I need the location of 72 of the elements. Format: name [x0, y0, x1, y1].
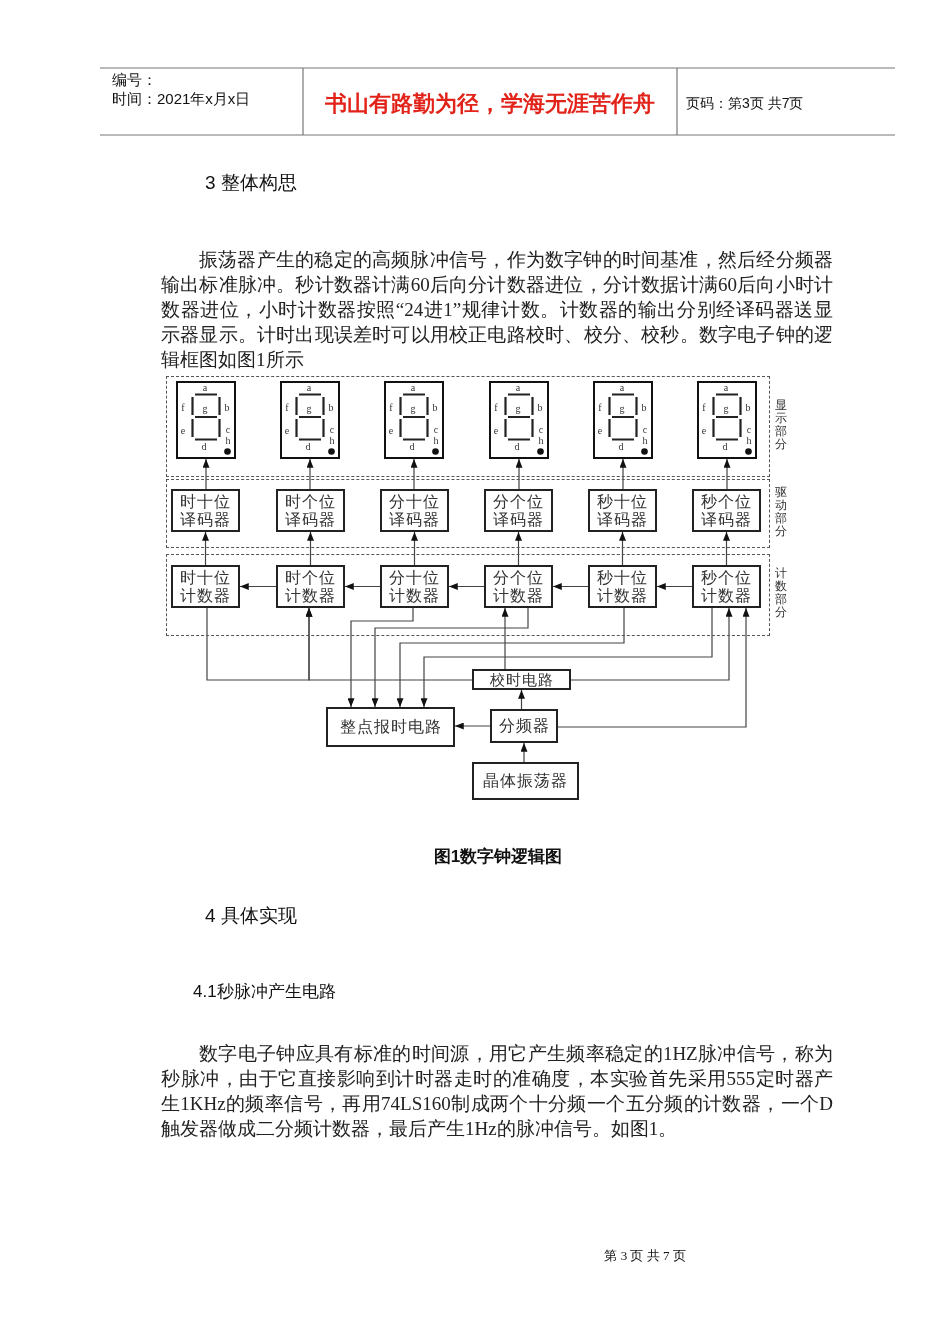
- segment-letter: e: [180, 426, 186, 436]
- section-side-label: 驱动部分: [774, 485, 787, 538]
- box-label: 时个位译码器: [284, 492, 337, 529]
- segment-letter: b: [745, 403, 751, 413]
- segment-letter: a: [515, 383, 521, 393]
- segment-letter: c: [225, 425, 231, 435]
- section-heading: 3 整体构思: [205, 171, 297, 195]
- segment-letter: c: [746, 425, 752, 435]
- section-heading: 4 具体实现: [205, 904, 297, 928]
- box-label: 分个位译码器: [492, 492, 545, 529]
- box-label: 校时电路: [489, 671, 554, 688]
- section-side-label: 显示部分: [774, 398, 787, 451]
- document-number-label: 编号：: [112, 71, 157, 89]
- segment-letter: e: [493, 426, 499, 436]
- segment-letter: h: [746, 436, 752, 446]
- segment-letter: f: [389, 403, 393, 413]
- body-paragraph: 振荡器产生的稳定的高频脉冲信号，作为数字钟的时间基准，然后经分频器输出标准脉冲。秒计数器计满60后向分计数器进位，分计数据计满60后向小时计数器进位，小时计数器按照“24进1”规律计数。计数器的输出分别经译码器送显示器显示。计时出现误差时可以用校正电路校时、校分、校秒。数字电子钟的逻辑框图如图1所示: [161, 248, 833, 372]
- segment-letter: d: [409, 442, 415, 452]
- segment-letter: b: [641, 403, 647, 413]
- segment-letter: a: [619, 383, 625, 393]
- segment-letter: h: [433, 436, 439, 446]
- box-label: 分频器: [498, 717, 550, 735]
- segment-letter: d: [305, 442, 311, 452]
- segment-letter: f: [285, 403, 289, 413]
- segment-letter: h: [538, 436, 544, 446]
- box-label: 时个位计数器: [284, 568, 337, 605]
- segment-letter: c: [538, 425, 544, 435]
- segment-letter: e: [701, 426, 707, 436]
- segment-letter: f: [702, 403, 706, 413]
- segment-letter: h: [642, 436, 648, 446]
- segment-letter: d: [722, 442, 728, 452]
- segment-letter: d: [201, 442, 207, 452]
- segment-letter: b: [328, 403, 334, 413]
- box-label: 分十位计数器: [388, 568, 441, 605]
- figure-caption: 图1数字钟逻辑图: [433, 846, 563, 868]
- segment-letter: a: [410, 383, 416, 393]
- segment-letter: b: [537, 403, 543, 413]
- body-paragraph: 数字电子钟应具有标准的时间源，用它产生频率稳定的1HZ脉冲信号，称为秒脉冲，由于它直接影响到计时器走时的准确度，本实验首先采用555定时器产生1KHz的频率信号，再用74LS160制成两个十分频一个五分频的计数器，一个D触发器做成二分频计数器，最后产生1Hz的脉冲信号。如图1。: [161, 1042, 833, 1141]
- segment-letter: b: [432, 403, 438, 413]
- box-label: 分十位译码器: [388, 492, 441, 529]
- box-label: 时十位译码器: [179, 492, 232, 529]
- box-label: 秒十位译码器: [596, 492, 649, 529]
- segment-letter: c: [329, 425, 335, 435]
- segment-letter: f: [494, 403, 498, 413]
- header-motto: 书山有路勤为径，学海无涯苦作舟: [325, 90, 655, 118]
- box-label: 整点报时电路: [339, 718, 442, 736]
- box-label: 晶体振荡器: [483, 772, 568, 790]
- segment-letter: b: [224, 403, 230, 413]
- page-number-label: 页码：第3页 共7页: [686, 94, 804, 112]
- segment-letter: h: [225, 436, 231, 446]
- segment-letter: a: [723, 383, 729, 393]
- segment-letter: e: [388, 426, 394, 436]
- box-label: 秒个位计数器: [700, 568, 753, 605]
- segment-letter: a: [202, 383, 208, 393]
- box-label: 分个位计数器: [492, 568, 545, 605]
- subsection-heading: 4.1秒脉冲产生电路: [193, 981, 336, 1003]
- segment-letter: c: [433, 425, 439, 435]
- box-label: 时十位计数器: [179, 568, 232, 605]
- segment-letter: e: [597, 426, 603, 436]
- segment-letter: c: [642, 425, 648, 435]
- segment-letter: e: [284, 426, 290, 436]
- page-footer: 第 3 页 共 7 页: [604, 1248, 686, 1264]
- section-side-label: 计数部分: [774, 566, 787, 619]
- box-label: 秒十位计数器: [596, 568, 649, 605]
- date-label: 时间：2021年x月x日: [112, 90, 251, 108]
- segment-letter: f: [598, 403, 602, 413]
- segment-letter: d: [618, 442, 624, 452]
- box-label: 秒个位译码器: [700, 492, 753, 529]
- segment-letter: d: [514, 442, 520, 452]
- segment-letter: f: [181, 403, 185, 413]
- segment-letter: h: [329, 436, 335, 446]
- segment-letter: a: [306, 383, 312, 393]
